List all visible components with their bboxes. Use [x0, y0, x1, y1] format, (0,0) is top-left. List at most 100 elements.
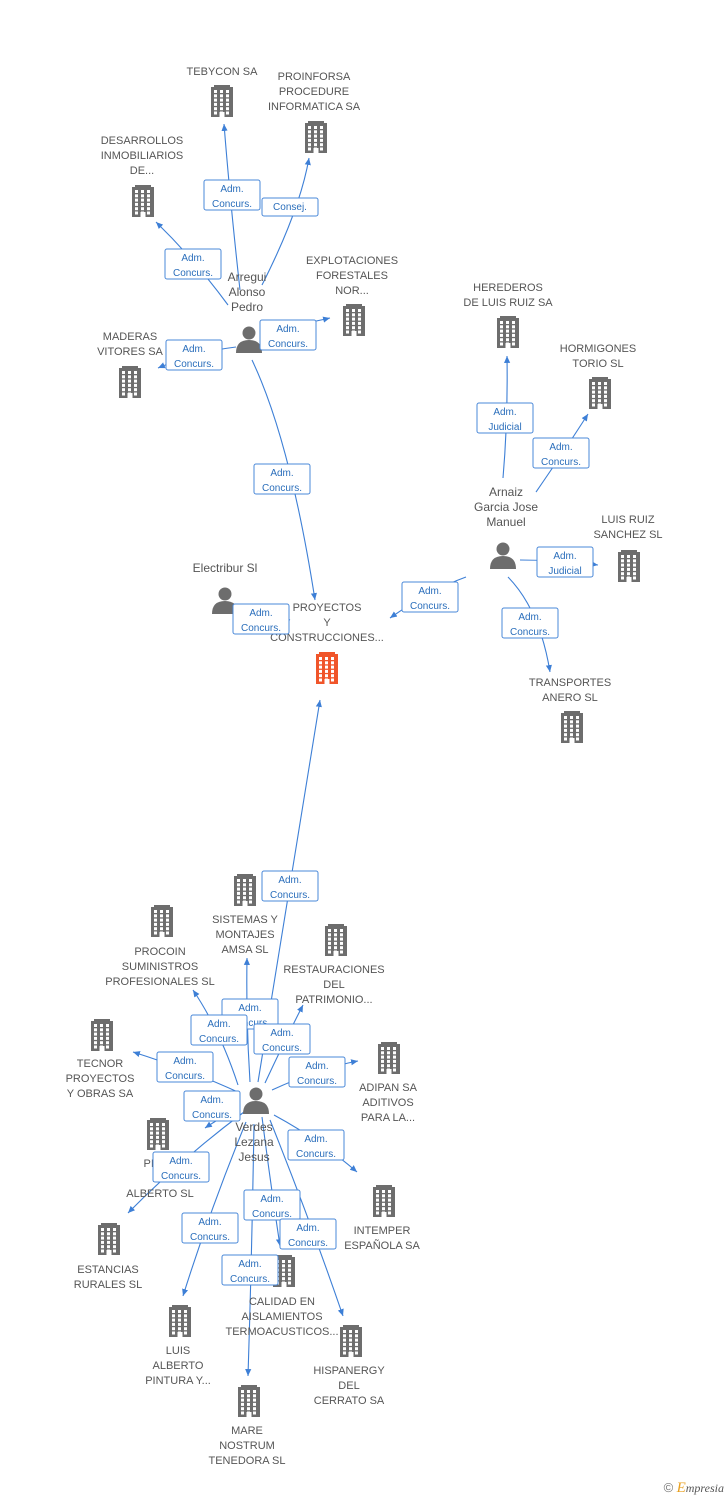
edge-label-verdes-procoin[interactable]: Adm.Concurs.	[190, 1014, 248, 1046]
edge-label-box	[401, 581, 459, 613]
edge-arregui-proinforsa	[261, 157, 311, 286]
node-label: MADERAS	[103, 331, 157, 343]
edge-label-text: Concurs.	[173, 268, 213, 279]
node-main[interactable]: PROYECTOSYCONSTRUCCIONES...	[270, 602, 384, 684]
edge-label-verdes-mare[interactable]: Adm.Concurs.	[221, 1254, 279, 1286]
edge-label-text: Concurs.	[296, 1149, 336, 1160]
node-explotaciones[interactable]: EXPLOTACIONESFORESTALESNOR...	[306, 255, 398, 336]
edge-label-box	[279, 1218, 337, 1250]
node-label: DE LUIS RUIZ SA	[463, 297, 553, 309]
edge-label-verdes-main[interactable]: Adm.Concurs.	[261, 870, 319, 902]
building-icon	[589, 377, 611, 409]
node-label: CALIDAD EN	[249, 1296, 315, 1308]
edge-label-verdes-intemper[interactable]: Adm. Concurs.	[287, 1129, 345, 1161]
edge-label-arregui-proinforsa[interactable]: Consej.	[261, 197, 319, 217]
node-label: DESARROLLOS	[101, 135, 184, 147]
edge-label-arnaiz-transportes[interactable]: Adm.Concurs.	[501, 607, 559, 639]
building-icon	[378, 1042, 400, 1074]
edge-label-text: Concurs.	[161, 1171, 201, 1182]
node-label: INMOBILIARIOS	[101, 150, 184, 162]
edge-label-text: Adm.	[304, 1134, 327, 1145]
node-label: ALBERTO	[153, 1360, 204, 1372]
edge-label-box	[181, 1212, 239, 1244]
edge-label-box	[243, 1189, 301, 1221]
edge-label-text: Concurs.	[252, 1209, 292, 1220]
edge-label-box	[156, 1051, 214, 1083]
node-label: Arnaiz	[489, 485, 523, 499]
edge-label-box	[190, 1014, 248, 1046]
node-label: PROINFORSA	[278, 71, 351, 83]
node-label: Manuel	[486, 515, 525, 529]
node-label: TEBYCON SA	[187, 66, 259, 78]
edge-label-arnaiz-main[interactable]: Adm.Concurs.	[401, 581, 459, 613]
edge-label-arnaiz-hormigones[interactable]: Adm.Concurs.	[532, 437, 590, 469]
edge-label-electribur-main[interactable]: Adm.Concurs.	[232, 603, 290, 635]
edge-label-text: Adm.	[173, 1056, 196, 1067]
edge-label-arregui-main[interactable]: Adm.Concurs.	[253, 463, 311, 495]
edge-label-verdes-calidad[interactable]: Adm.Concurs.	[243, 1189, 301, 1221]
building-icon	[169, 1305, 191, 1337]
edge-label-verdes-tecnor[interactable]: Adm.Concurs.	[156, 1051, 214, 1083]
edge-label-verdes-restauraciones[interactable]: Adm.Concurs.	[253, 1023, 311, 1055]
edge-label-box	[476, 402, 534, 434]
building-icon	[561, 711, 583, 743]
node-label: Jesus	[238, 1150, 269, 1164]
node-label: RURALES SL	[74, 1279, 142, 1291]
node-label: SUMINISTROS	[122, 961, 198, 973]
node-label: Alonso	[229, 285, 266, 299]
edge-label-verdes-hispanergy[interactable]: Adm.Concurs.	[279, 1218, 337, 1250]
edge-label-verdes-pinturas[interactable]: Adm.Concurs.	[152, 1151, 210, 1183]
edge-label-text: Adm.	[200, 1095, 223, 1106]
building-icon	[151, 905, 173, 937]
node-electribur[interactable]: Electribur Sl	[193, 561, 258, 614]
node-tebycon[interactable]: TEBYCON SA	[187, 66, 259, 117]
edge-label-arnaiz-herederos[interactable]: Adm. Judicial	[476, 402, 534, 434]
edge-label-arregui-explotaciones[interactable]: Adm.Concurs.	[259, 319, 317, 351]
node-label: PROCOIN	[134, 946, 185, 958]
edge-label-text: Judicial	[488, 422, 521, 433]
edge-label-arnaiz-luisruiz[interactable]: Adm.Judicial	[536, 546, 594, 578]
edge-label-text: Concurs.	[268, 339, 308, 350]
node-label: INFORMATICA SA	[268, 101, 361, 113]
node-label: TECNOR	[77, 1058, 124, 1070]
edge-label-box	[259, 319, 317, 351]
brand-rest: mpresia	[685, 1481, 724, 1495]
edge-label-arregui-tebycon[interactable]: Adm.Concurs.	[203, 179, 261, 211]
node-desarrollos[interactable]: DESARROLLOSINMOBILIARIOSDE...	[101, 135, 184, 217]
building-icon	[211, 85, 233, 117]
node-label: Verdes	[235, 1120, 272, 1134]
edge-label-arregui-desarrollos[interactable]: Adm.Concurs.	[164, 248, 222, 280]
edge-label-verdes-adipan[interactable]: Adm.Concurs.	[288, 1056, 346, 1088]
edge-label-text: Adm.	[238, 1003, 261, 1014]
edge-label-text: Concurs.	[174, 359, 214, 370]
edge-label-verdes-luisalberto[interactable]: Adm.Concurs.	[181, 1212, 239, 1244]
edge-label-arregui-maderas[interactable]: Adm.Concurs.	[165, 339, 223, 371]
node-label: NOR...	[335, 285, 369, 297]
edge-label-text: Adm.	[493, 407, 516, 418]
building-icon	[497, 316, 519, 348]
edge-label-text: Adm.	[270, 1028, 293, 1039]
node-restauraciones[interactable]: RESTAURACIONESDELPATRIMONIO...	[283, 924, 385, 1006]
edge-label-verdes-estancias[interactable]: Adm.Concurs.	[183, 1090, 241, 1122]
node-label: LUIS	[166, 1345, 190, 1357]
node-label: Y	[323, 617, 331, 629]
